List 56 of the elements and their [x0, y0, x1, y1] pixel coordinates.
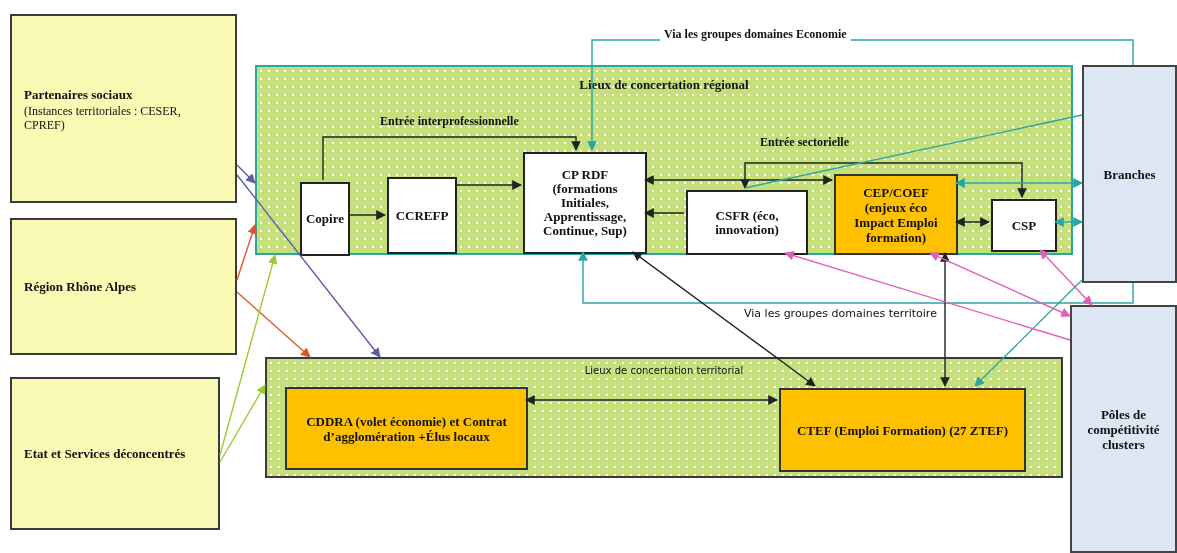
- group-area: [265, 357, 1063, 478]
- arrow: [955, 217, 990, 227]
- arrow: [236, 174, 381, 358]
- arrow: [955, 178, 1083, 188]
- box-label: Région Rhône Alpes: [24, 277, 137, 296]
- box-label: CDDRA (volet économie) et Contrat d’agglomération +Élus locaux: [305, 413, 508, 444]
- highlight-box: [834, 174, 958, 255]
- arrow: [940, 252, 950, 387]
- actor-box: [10, 218, 237, 355]
- box-label: Branches: [1103, 166, 1156, 182]
- arrow: [1039, 249, 1093, 306]
- box-label: CP RDF (formations Initiales, Apprentissage, Continue, Sup): [542, 168, 628, 238]
- process-box: [991, 199, 1057, 252]
- section-heading: Entrée interprofessionnelle: [380, 113, 519, 130]
- box-label: Partenaires sociaux: [24, 85, 134, 104]
- actor-box: [10, 377, 220, 530]
- arrow: [347, 210, 386, 220]
- arrow: [219, 384, 266, 463]
- arrow: [236, 224, 257, 281]
- group-title: Lieux de concertation territorial: [584, 364, 744, 378]
- group-title: Lieux de concertation régional: [579, 76, 749, 94]
- box-label: CSP: [1011, 218, 1037, 233]
- box-label: CSFR (éco, innovation): [714, 208, 780, 237]
- arrow: [322, 136, 581, 181]
- arrow: [236, 164, 256, 184]
- highlight-box: [285, 387, 528, 470]
- box-label: CTEF (Emploi Formation) (27 ZTEF): [796, 422, 1009, 438]
- arrow: [525, 395, 778, 405]
- box-label: Pôles de compétitivité clusters: [1086, 406, 1161, 452]
- actor-box: [10, 14, 237, 203]
- arrow: [974, 279, 1083, 387]
- process-box: [686, 190, 808, 255]
- arrow: [644, 175, 833, 185]
- arrow: [740, 162, 1027, 198]
- box-note: (Instances territoriales : CESER, CPREF): [24, 104, 182, 133]
- group-area: [255, 65, 1073, 255]
- process-box: [387, 177, 457, 254]
- arrow: [454, 180, 522, 190]
- arrow: [929, 252, 1071, 317]
- highlight-box: [779, 388, 1026, 472]
- arrow: [236, 291, 311, 358]
- box-label: CCREFP: [395, 208, 449, 223]
- box-label: Copire: [306, 212, 345, 226]
- box-label: CEP/COEF (enjeux éco Impact Emploi formation): [853, 184, 939, 245]
- box-label: Etat et Services déconcentrés: [24, 444, 187, 463]
- process-box: [523, 152, 647, 254]
- arrow: [644, 208, 685, 218]
- arrow: [632, 251, 816, 387]
- partner-box: [1082, 65, 1177, 283]
- section-heading: Entrée sectorielle: [760, 134, 849, 151]
- arrow: [784, 250, 1071, 341]
- partner-box: [1070, 305, 1177, 553]
- process-box: [300, 182, 350, 256]
- arrow: [1054, 217, 1083, 227]
- arrow: [219, 254, 278, 456]
- arrow: [578, 251, 1134, 304]
